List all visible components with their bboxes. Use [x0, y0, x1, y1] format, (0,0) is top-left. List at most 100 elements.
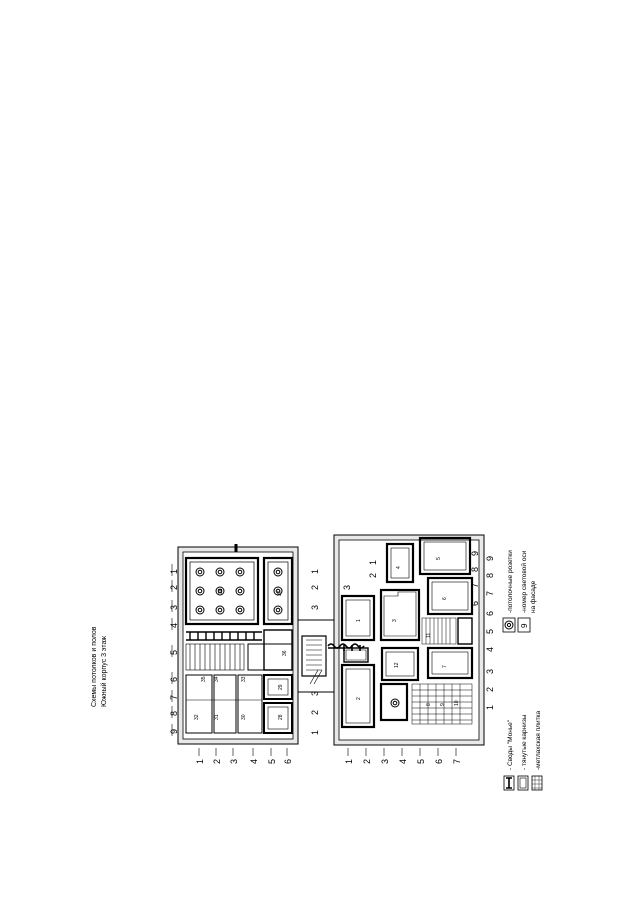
room-upper-e	[263, 702, 293, 734]
svg-text:2: 2	[169, 585, 179, 590]
lower-room-labels: 1 2 3 4 5 6 7 8 9 10 11 12	[356, 557, 460, 706]
room-number: 35	[201, 676, 207, 682]
room-lower-h	[426, 576, 474, 616]
room-lower-d	[379, 588, 421, 642]
svg-text:8: 8	[169, 711, 179, 716]
room-upper-b	[213, 674, 237, 734]
room-number: 5	[436, 557, 442, 560]
room-lower-b	[340, 663, 376, 729]
svg-text:4: 4	[485, 647, 495, 652]
svg-text:3: 3	[310, 605, 320, 610]
room-number: 7	[442, 665, 448, 668]
connector-block	[297, 619, 335, 693]
room-lower-c	[343, 647, 369, 663]
cornice-symbol	[517, 775, 529, 791]
title-line-1: Схемы потолков и полов	[91, 626, 98, 707]
svg-text:1: 1	[310, 569, 320, 574]
room-lower-f	[385, 542, 415, 584]
upper-room-labels: 38 37 36 35 34 33 32 31 30 29 28	[194, 588, 288, 720]
room-number: 9	[440, 703, 446, 706]
svg-text:6: 6	[169, 677, 179, 682]
svg-text:8: 8	[485, 573, 495, 578]
svg-text:1: 1	[169, 569, 179, 574]
room-number: 1	[356, 619, 362, 622]
room-number: 4	[396, 566, 402, 569]
svg-text:9: 9	[485, 556, 495, 561]
room-number: 34	[214, 676, 220, 682]
room-upper-a	[185, 674, 213, 734]
legend: - Своды "Монье" - тянутые карнизы -метла…	[502, 550, 543, 791]
tile-hatch-symbol	[531, 775, 543, 791]
rosette-symbol	[502, 617, 516, 633]
lower-axis-side: 1 2 3 4 5 6 7	[344, 748, 462, 764]
svg-text:8: 8	[470, 567, 480, 572]
svg-text:2: 2	[212, 759, 222, 764]
lower-wing	[327, 534, 485, 746]
room-number: 3	[392, 619, 398, 622]
room-lower-rosette	[379, 682, 409, 722]
room-upper-c	[237, 674, 263, 734]
svg-text:3: 3	[310, 691, 320, 696]
svg-text:2: 2	[362, 759, 372, 764]
svg-text:3: 3	[485, 669, 495, 674]
lower-axis-bottom: 1 2 3 4 5 6 7 8 9	[485, 556, 495, 710]
svg-text:6: 6	[283, 759, 293, 764]
room-number: 11	[426, 633, 432, 638]
legend-label-cornices: - тянутые карнизы	[521, 714, 528, 770]
svg-text:2: 2	[310, 585, 320, 590]
svg-text:3: 3	[169, 605, 179, 610]
room-lower-a	[340, 594, 376, 642]
svg-text:1: 1	[368, 560, 378, 565]
svg-text:5: 5	[416, 759, 426, 764]
svg-text:3: 3	[380, 759, 390, 764]
room-lower-e	[380, 646, 420, 682]
legend-label-tiles: -метлахская плитка	[535, 710, 542, 770]
lower-axis-mid: 6 7 8 9	[470, 551, 480, 606]
svg-text:4: 4	[169, 623, 179, 628]
room-number: 10	[454, 700, 460, 706]
svg-text:1: 1	[485, 705, 495, 710]
svg-text:3: 3	[342, 585, 352, 590]
legend-label-vaults: - Своды "Монье"	[507, 719, 514, 770]
room-hall-rosettes	[184, 556, 260, 626]
upper-axis-side: 1 2 3 4 5 6	[195, 748, 293, 764]
room-number: 29	[278, 684, 284, 690]
room-number: 36	[282, 650, 288, 656]
monier-vault-band	[186, 631, 262, 641]
room-side-rosettes	[262, 556, 294, 626]
title-line-2: Южный корпус 3 этаж	[100, 636, 108, 707]
room-number: 31	[214, 714, 220, 720]
svg-text:7: 7	[470, 583, 480, 588]
monier-vault-symbol	[503, 775, 515, 791]
lower-axis-top: 3 2 1	[342, 560, 378, 590]
room-lower-i	[426, 646, 474, 680]
room-lower-g	[418, 536, 472, 576]
room-number: 32	[194, 714, 200, 720]
room-number: 28	[278, 714, 284, 720]
room-number: 30	[241, 714, 247, 720]
svg-text:1: 1	[195, 759, 205, 764]
stair-hatch	[185, 643, 245, 671]
svg-text:7: 7	[485, 591, 495, 596]
legend-label-axis-2: на фасаде	[530, 580, 537, 613]
svg-text:1: 1	[310, 730, 320, 735]
svg-text:1: 1	[344, 759, 354, 764]
room-number: 38	[218, 588, 224, 594]
room-number: 8	[426, 703, 432, 706]
svg-text:2: 2	[368, 573, 378, 578]
svg-text:7: 7	[452, 759, 462, 764]
room-number: 37	[277, 590, 283, 596]
room-corridor-upper	[263, 629, 293, 671]
svg-text:5: 5	[267, 759, 277, 764]
stair-hatch	[421, 617, 457, 645]
svg-text:2: 2	[485, 687, 495, 692]
axis-number-symbol: 9	[517, 617, 531, 633]
room-number: 2	[356, 697, 362, 700]
svg-text:3: 3	[229, 759, 239, 764]
svg-text:7: 7	[169, 695, 179, 700]
svg-text:6: 6	[434, 759, 444, 764]
upper-wing	[177, 544, 299, 745]
svg-text:4: 4	[249, 759, 259, 764]
svg-text:9: 9	[520, 623, 529, 628]
